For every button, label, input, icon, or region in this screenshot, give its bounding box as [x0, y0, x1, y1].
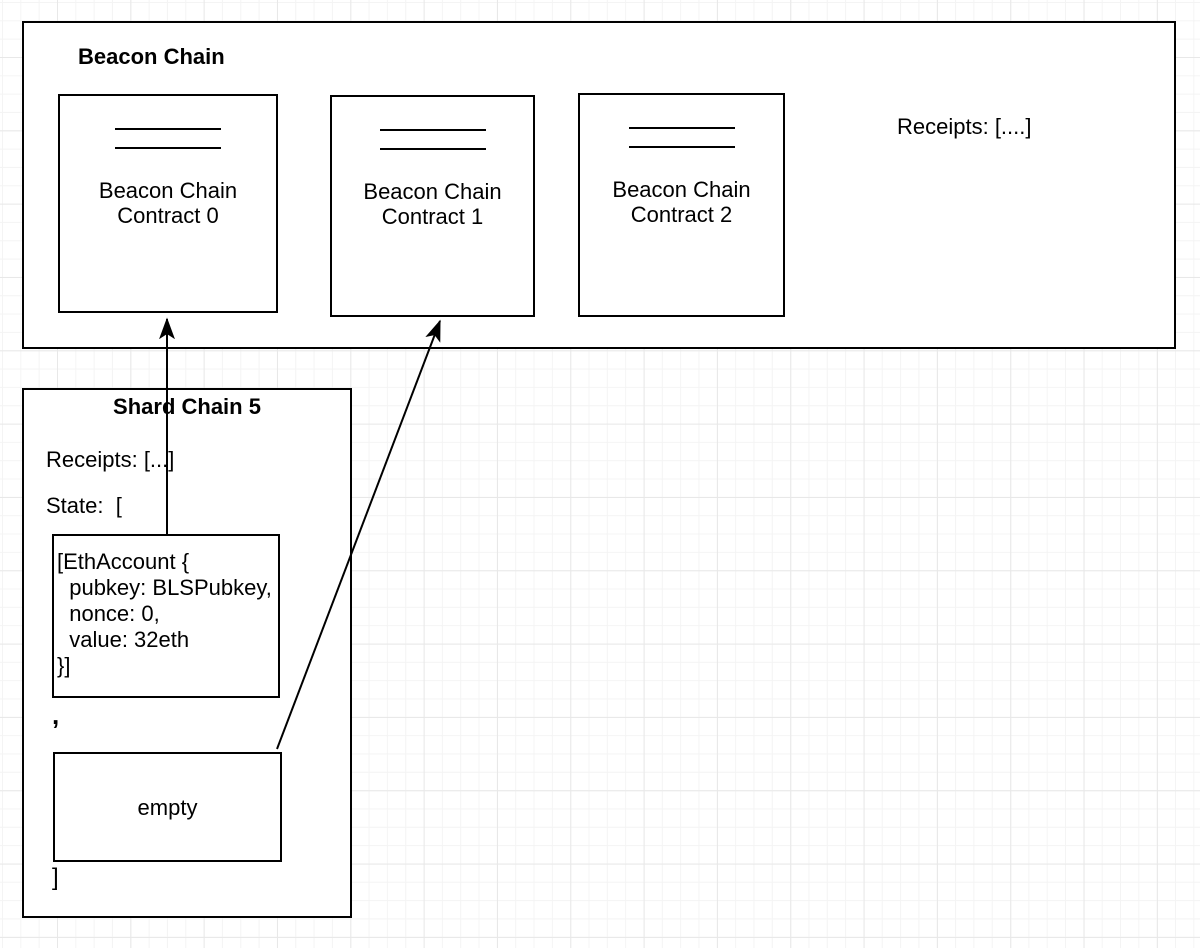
beacon-receipts-text: Receipts: [....]: [897, 114, 1032, 139]
beacon-chain-contract-0-box: Beacon Chain Contract 0: [58, 94, 278, 313]
state-close-bracket: ]: [52, 864, 59, 891]
document-lines-icon: [628, 127, 735, 148]
shard-receipts-text: Receipts: [...]: [46, 447, 175, 472]
empty-label: empty: [137, 794, 198, 820]
beacon-chain-title: Beacon Chain: [78, 44, 225, 69]
document-lines-icon: [379, 129, 486, 150]
state-open-bracket: State: [: [46, 493, 122, 518]
beacon-chain-contract-1-box: Beacon Chain Contract 1: [330, 95, 535, 317]
eth-account-box: [EthAccount { pubkey: BLSPubkey, nonce: …: [52, 534, 280, 698]
eth-account-code: [EthAccount { pubkey: BLSPubkey, nonce: …: [57, 549, 272, 678]
contract-0-label: Beacon Chain Contract 0: [98, 178, 238, 228]
beacon-chain-container: Beacon Chain Beacon Chain Contract 0 Bea…: [22, 21, 1176, 349]
beacon-chain-contract-2-box: Beacon Chain Contract 2: [578, 93, 785, 317]
document-lines-icon: [115, 128, 221, 149]
shard-chain-title: Shard Chain 5: [113, 394, 261, 419]
contract-2-label: Beacon Chain Contract 2: [612, 177, 751, 227]
shard-chain-container: Shard Chain 5 Receipts: [...] State: [ […: [22, 388, 352, 918]
empty-account-box: empty: [53, 752, 282, 862]
comma-separator: ,: [52, 700, 60, 730]
contract-1-label: Beacon Chain Contract 1: [363, 179, 502, 229]
